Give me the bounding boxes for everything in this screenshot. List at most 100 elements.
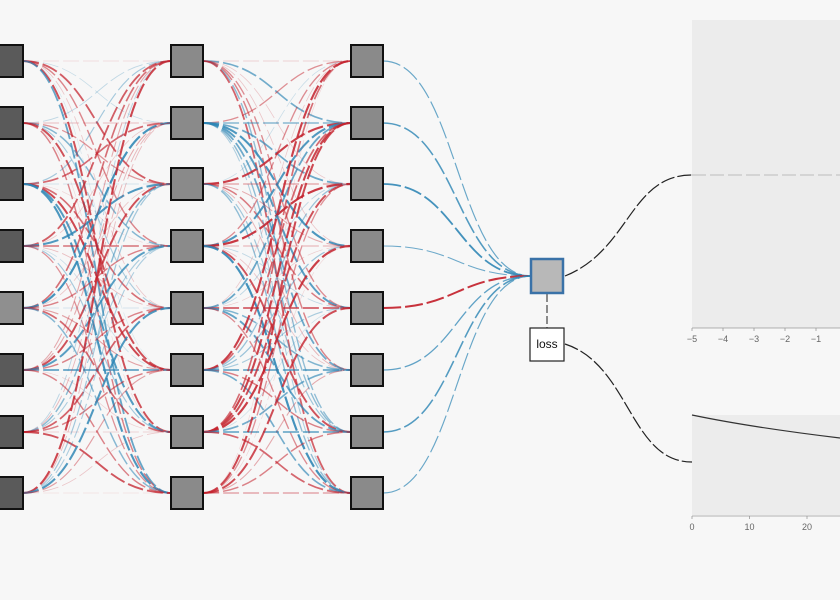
- weight-edge: [22, 59, 172, 495]
- hidden-2-node: [350, 415, 384, 449]
- hidden-2-node: [350, 476, 384, 510]
- loss-history-panel-background: [692, 415, 840, 515]
- weight-edge: [22, 245, 172, 494]
- weight-edge: [22, 122, 172, 433]
- weight-edge: [22, 431, 172, 494]
- weight-edge: [202, 121, 352, 434]
- hidden-1-node: [170, 476, 204, 510]
- hidden-1-node: [170, 44, 204, 78]
- output-weight-edge: [382, 183, 532, 277]
- weight-edge: [202, 244, 352, 434]
- weight-edge: [202, 245, 352, 309]
- output-to-prediction-connector: [564, 174, 693, 277]
- hidden-1-node: [170, 167, 204, 201]
- output-weight-edge: [382, 122, 532, 277]
- input-node: [0, 167, 24, 201]
- hidden-2-node: [350, 167, 384, 201]
- weight-edge: [22, 245, 172, 433]
- weight-edge: [202, 183, 352, 494]
- edges-layer-input-hidden: [22, 59, 352, 495]
- weight-edge: [22, 60, 172, 494]
- weight-edge: [22, 122, 172, 494]
- hidden-2-node: [350, 229, 384, 263]
- weight-edge: [22, 369, 172, 494]
- hidden-2-node: [350, 106, 384, 140]
- hidden-1-node: [170, 106, 204, 140]
- weight-edge: [22, 369, 172, 494]
- axis-tick-label: −1: [811, 334, 821, 344]
- loss-to-history-connector: [564, 343, 693, 463]
- weight-edge: [202, 60, 352, 247]
- weight-edge: [22, 60, 172, 433]
- weight-edge: [202, 245, 352, 309]
- output-node: [529, 257, 565, 295]
- axis-tick-label: 10: [744, 522, 754, 532]
- output-weight-edge: [382, 275, 532, 433]
- hidden-1-node: [170, 415, 204, 449]
- weight-edge: [22, 122, 172, 371]
- weight-edge: [202, 121, 352, 248]
- input-node: [0, 229, 24, 263]
- weight-edge: [22, 60, 172, 309]
- weight-edge: [22, 183, 172, 371]
- weight-edge: [202, 60, 352, 124]
- input-node: [0, 353, 24, 387]
- loss-label: loss: [536, 337, 557, 351]
- weight-edge: [202, 60, 352, 309]
- weight-edge: [22, 60, 172, 185]
- input-node: [0, 291, 24, 325]
- hidden-1-node: [170, 353, 204, 387]
- axis-tick-label: −3: [749, 334, 759, 344]
- weight-edge: [22, 183, 172, 309]
- weight-edge: [202, 183, 352, 494]
- weight-edge: [22, 121, 172, 310]
- weight-edge: [202, 60, 352, 124]
- input-node: [0, 106, 24, 140]
- loss-history-x-axis: 0 10 20: [689, 515, 840, 532]
- weight-edge: [202, 183, 352, 371]
- weight-edge: [202, 122, 352, 433]
- weight-edge: [22, 431, 172, 494]
- loss-history-panel: 0 10 20: [689, 414, 840, 532]
- prediction-panel: −5−4−3−2−1: [687, 20, 840, 344]
- weight-edge: [202, 369, 352, 494]
- weight-edge: [22, 60, 172, 124]
- weight-edge: [22, 60, 172, 185]
- hidden-1-node: [170, 229, 204, 263]
- weight-edge: [202, 60, 352, 494]
- output-weight-edge: [382, 275, 532, 371]
- output-weight-edge: [382, 60, 532, 277]
- weight-edge: [202, 431, 352, 494]
- network-nodes: [0, 44, 565, 510]
- weight-edge: [202, 60, 352, 433]
- output-weight-edge: [382, 245, 532, 277]
- weight-edge: [22, 60, 172, 371]
- prediction-x-axis: −5−4−3−2−1: [687, 327, 840, 344]
- input-node: [0, 44, 24, 78]
- hidden-2-node: [350, 44, 384, 78]
- hidden-1-node: [170, 291, 204, 325]
- weight-edge: [22, 183, 172, 433]
- weight-edge: [202, 122, 352, 309]
- weight-edge: [22, 60, 172, 247]
- loss-curve: [691, 414, 840, 439]
- axis-tick-label: 20: [802, 522, 812, 532]
- weight-edge: [202, 307, 352, 494]
- hidden-2-node: [350, 353, 384, 387]
- axis-tick-label: −2: [780, 334, 790, 344]
- weight-edge: [202, 60, 352, 371]
- weight-edge: [22, 122, 172, 433]
- axis-tick-label: 0: [689, 522, 694, 532]
- weight-edge: [22, 306, 172, 495]
- output-weight-edge: [382, 275, 532, 309]
- output-weight-edge: [382, 275, 532, 494]
- weight-edge: [202, 60, 352, 185]
- input-node: [0, 415, 24, 449]
- weight-edge: [202, 183, 352, 371]
- axis-tick-label: −4: [718, 334, 728, 344]
- weight-edge: [202, 60, 352, 494]
- input-node: [0, 476, 24, 510]
- weight-edge: [202, 307, 352, 433]
- weight-edge: [22, 183, 172, 494]
